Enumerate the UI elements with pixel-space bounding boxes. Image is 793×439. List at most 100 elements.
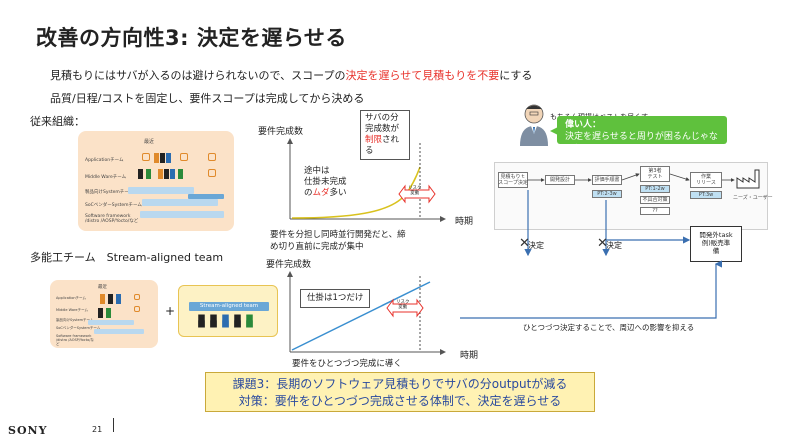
summary-line-1: 課題3：長期のソフトウェア見積もりでサバの分outputが減る	[232, 377, 568, 391]
person-icon	[198, 314, 205, 328]
flow-box-eval-pt: PT:2-3w	[592, 190, 622, 198]
top-chart-ylabel: 要件完成数	[258, 127, 304, 137]
top-chart-xlabel: 時期	[455, 217, 474, 227]
top-chart-curve	[291, 166, 421, 219]
flow-box-bugfix: 不具合対策	[640, 196, 670, 204]
team-square	[180, 153, 188, 161]
summary-box: 課題3：長期のソフトウェア見積もりでサバの分outputが減る 対策：要件をひと…	[205, 372, 595, 412]
plus-sign: +	[165, 304, 176, 318]
person-icon	[138, 169, 143, 179]
top-risk-arrow	[398, 184, 436, 204]
person-icon	[108, 294, 113, 304]
wip-callout-red: ムダ	[312, 188, 330, 198]
trad-row-3: SoCベンダーSystemチーム	[85, 203, 142, 208]
person-icon	[100, 294, 105, 304]
traditional-panel-title: 最近	[144, 139, 155, 145]
top-chart-caption-2: め切り直前に完成が集中	[270, 242, 364, 252]
team-square	[208, 153, 216, 161]
cf-row-0: Applicationチーム	[56, 296, 86, 300]
bottom-chart-xlabel: 時期	[460, 351, 479, 361]
wip-callout-3a: の	[304, 188, 313, 198]
flow-box-release: 作業 リリース	[690, 172, 722, 188]
summary-line-2: 対策：要件をひとつづつ完成させる体制で、決定を遅らせる	[238, 394, 562, 408]
external-task-box: 開発外task 例)販売準 備	[690, 226, 742, 262]
intro-line-1: 見積もりにはサバが入るのは避けられないので、スコープの決定を遅らせて見積もりを不…	[50, 67, 532, 83]
cf-row-1: Middle Wareチーム	[56, 308, 88, 312]
person-icon	[178, 169, 183, 179]
person-icon	[160, 153, 165, 163]
needs-label: ニーズ・ユーザー	[733, 195, 773, 201]
flow-box-release-pt: PT:3w	[690, 191, 722, 199]
person-icon	[210, 314, 217, 328]
saba-callout-1: サバの分	[365, 113, 399, 123]
flow-box-unknown: ??	[640, 207, 670, 215]
page-title: 改善の方向性3: 決定を遅らせる	[36, 26, 347, 50]
bottom-chart-ylabel: 要件完成数	[266, 260, 312, 270]
person-icon	[246, 314, 253, 328]
stream-aligned-panel: Stream-aligned team	[178, 285, 278, 337]
team-bar	[188, 194, 224, 199]
top-chart-caption-1: 要件を分担し同時並行開発だと、締	[270, 230, 406, 240]
crossfunctional-label: 多能工チーム Stream-aligned team	[30, 251, 224, 264]
person-icon	[170, 169, 175, 179]
saba-callout-red: 制限	[365, 135, 383, 145]
saba-callout-2: 完成数が	[365, 124, 400, 134]
wip-callout: 途中は 仕掛未完成 のムダ多い	[300, 164, 356, 201]
page-number: 21	[92, 425, 103, 434]
crossfunctional-panel: 最近 Applicationチーム Middle Wareチーム 製品向けSys…	[50, 280, 158, 348]
bottom-risk-arrow	[386, 298, 424, 318]
flow-box-design: 開発設計	[545, 175, 575, 185]
person-icon	[116, 294, 121, 304]
wip-callout-1: 途中は	[304, 166, 330, 176]
top-chart	[287, 138, 446, 222]
team-square	[134, 306, 140, 312]
external-task-line-1: 開発外task	[699, 231, 733, 239]
bottom-chart-caption: 要件をひとつづつ完成に導く	[292, 359, 402, 369]
external-task-line-2: 例)販売準	[701, 239, 731, 247]
stream-aligned-label: Stream-aligned team	[189, 302, 269, 311]
single-wip-callout: 仕掛は1つだけ	[300, 289, 371, 308]
team-bar	[128, 187, 194, 194]
team-square	[134, 294, 140, 300]
intro-line-1-a: 見積もりにはサバが入るのは避けられないので、スコープの	[50, 69, 346, 82]
cf-row-3: SoCベンダーSystemチーム	[56, 326, 101, 330]
intro-line-1-b: にする	[499, 69, 533, 82]
person-icon	[158, 169, 163, 179]
cf-row-2: 製品向けSystemチーム	[56, 318, 94, 322]
cf-row-4: Software framework /distro /AOSP/Yocto/な…	[56, 334, 94, 346]
intro-line-2: 品質/日程/コストを固定し、要件スコープは完成してから決める	[50, 92, 365, 105]
team-bar	[142, 199, 218, 206]
bottom-chart-line	[291, 281, 431, 351]
person-icon	[98, 308, 103, 318]
traditional-label: 従来組織：	[30, 115, 85, 128]
wip-callout-2: 仕掛未完成	[304, 177, 347, 187]
intro-line-1-red: 決定を遅らせて見積もりを不要	[345, 69, 500, 82]
team-bar	[140, 211, 224, 218]
traditional-panel: 最近 Applicationチーム Middle Wareチーム 製品向けSys…	[78, 131, 234, 231]
speech-bubble: 偉い人： 決定を遅らせると周りが困るんじゃない？	[557, 116, 727, 154]
decision2-label: 決定	[606, 241, 622, 250]
factory-icon	[736, 169, 760, 189]
flow-arrows	[524, 173, 735, 257]
flow-box-test: 第3者 テスト	[640, 166, 670, 182]
decision1-label: 決定	[528, 241, 544, 250]
person-icon	[164, 169, 169, 179]
person-icon	[166, 153, 171, 163]
saba-callout-3: される	[365, 135, 400, 156]
top-risk-label: リスク 変動	[408, 186, 422, 196]
saba-callout: サバの分 完成数が 制限される	[360, 110, 410, 160]
bottom-risk-label: リスク 変動	[396, 300, 410, 310]
speech-text: 決定を遅らせると周りが困るんじゃない？	[565, 132, 718, 154]
bottom-note: ひとつづつ決定することで、周辺への影響を抑える	[523, 323, 695, 332]
person-icon	[234, 314, 241, 328]
decision1-x-icon: ✕	[519, 236, 530, 251]
team-bar	[88, 320, 134, 325]
manager-avatar-icon	[520, 104, 548, 146]
trad-row-1: Middle Wareチーム	[85, 175, 127, 180]
team-square	[142, 153, 150, 161]
trad-row-4: Software framework /distro /AOSP/Yocto/な…	[85, 214, 139, 224]
speech-tail-icon	[550, 126, 560, 136]
feedback-arrow	[460, 260, 722, 319]
team-bar	[94, 329, 144, 334]
decision2-x-icon: ✕	[597, 236, 608, 251]
